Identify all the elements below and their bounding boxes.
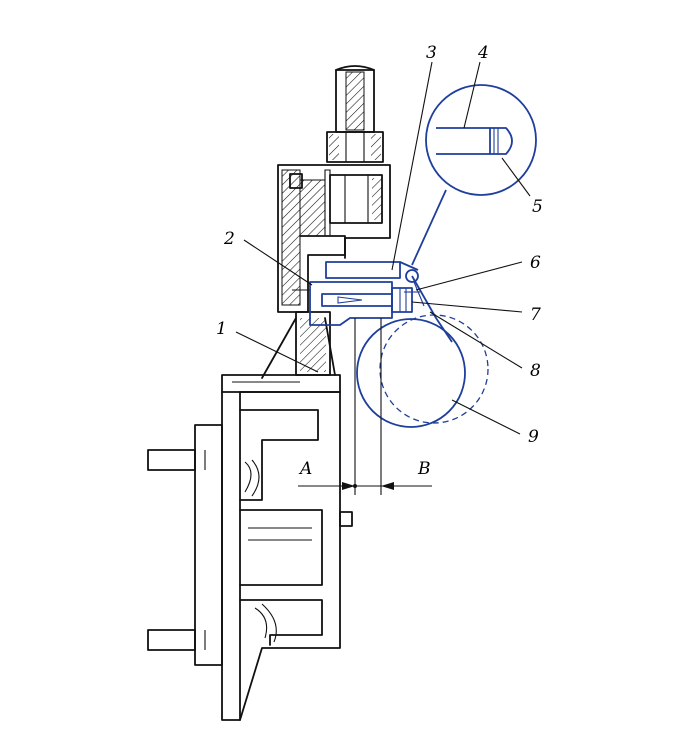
label-part-9: 9 (528, 427, 539, 447)
top-fitting (326, 65, 384, 163)
label-part-8: 8 (530, 361, 541, 381)
dimension-ab (298, 318, 432, 495)
label-dim-b: B (417, 459, 431, 479)
label-part-6: 6 (530, 253, 541, 273)
label-part-1: 1 (216, 319, 227, 339)
nozzle-assembly (309, 261, 453, 343)
label-dim-a: A (298, 459, 312, 479)
labels: 1 2 3 4 5 6 7 8 9 A B (216, 43, 543, 479)
label-part-4: 4 (477, 43, 489, 63)
label-part-5: 5 (532, 197, 543, 217)
label-part-7: 7 (530, 305, 541, 325)
label-part-2: 2 (223, 229, 235, 249)
lower-body (147, 311, 353, 721)
upper-housing (277, 164, 391, 315)
leader-lines (235, 61, 531, 435)
label-part-3: 3 (426, 43, 437, 63)
rollers (356, 314, 489, 428)
detail-circle (411, 84, 537, 266)
